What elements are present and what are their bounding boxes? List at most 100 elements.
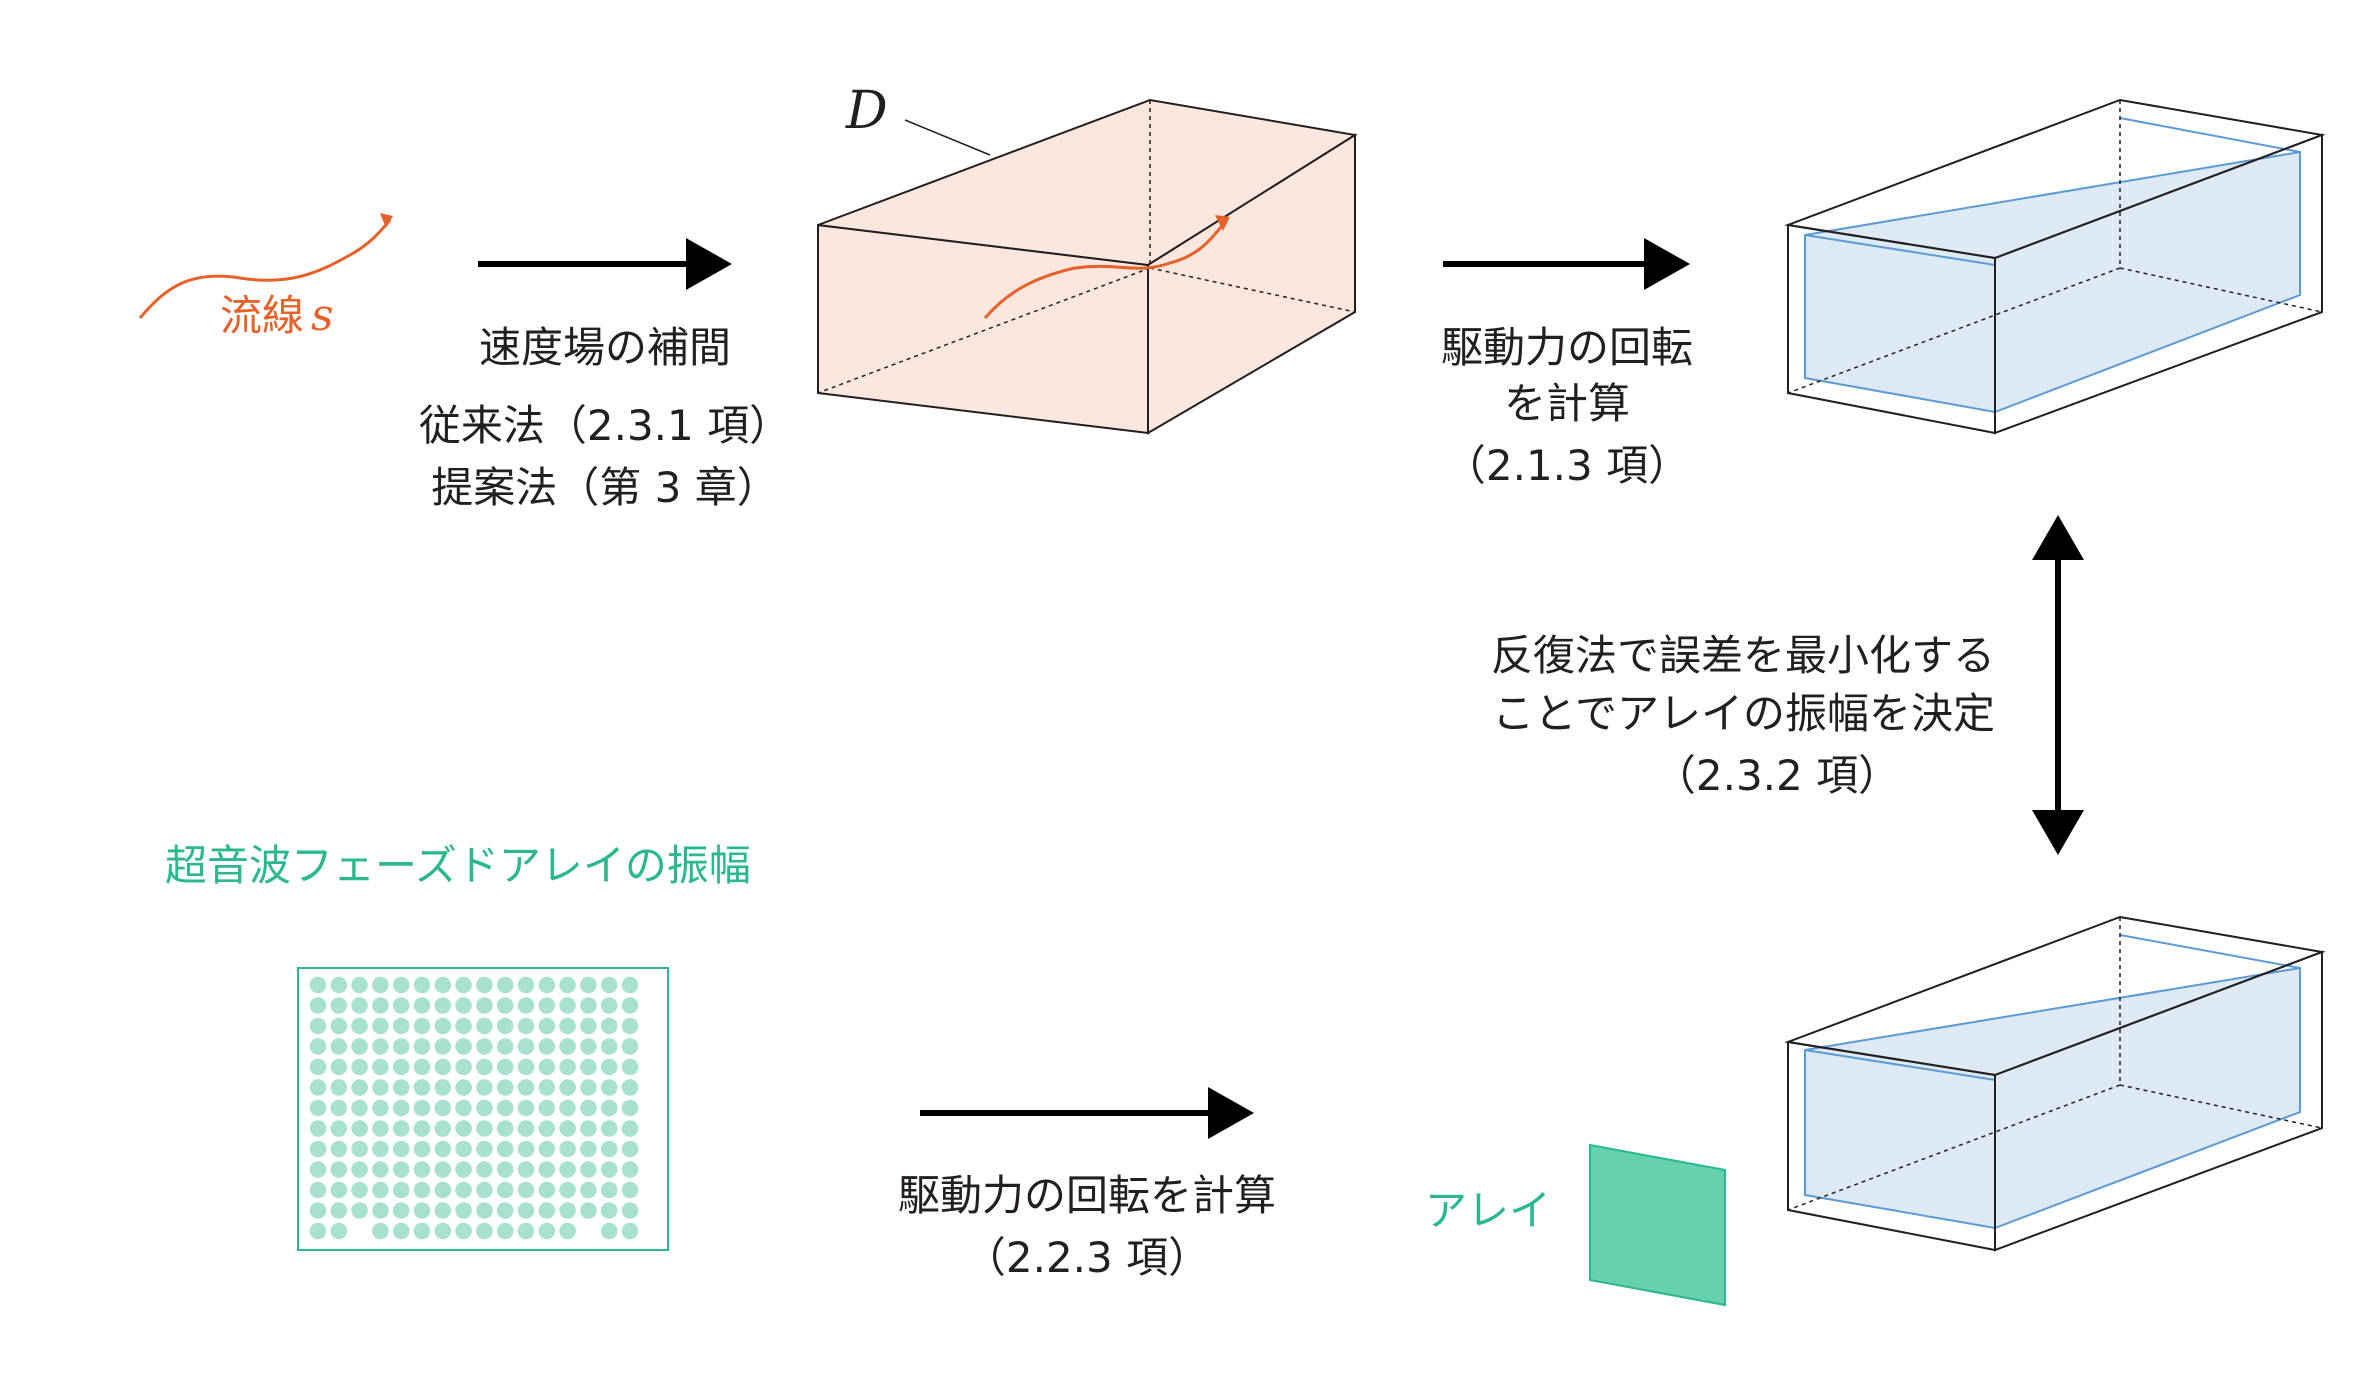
- transducer-element: [538, 1202, 556, 1219]
- curl-bottom-line1: 駆動力の回転を計算: [898, 1171, 1276, 1220]
- transducer-element: [580, 1161, 597, 1178]
- transducer-element: [580, 1120, 597, 1137]
- transducer-element: [372, 1120, 389, 1137]
- transducer-element: [309, 1181, 327, 1199]
- transducer-element: [517, 1161, 535, 1178]
- transducer-element: [517, 1017, 535, 1035]
- interpolation-title: 速度場の補間: [479, 323, 731, 372]
- transducer-element: [455, 1058, 472, 1076]
- transducer-element: [434, 1222, 452, 1240]
- transducer-element: [413, 1161, 431, 1178]
- transducer-element: [476, 1017, 493, 1035]
- transducer-element: [392, 1079, 410, 1096]
- transducer-element: [517, 1202, 535, 1219]
- transducer-element: [621, 1017, 639, 1035]
- transducer-element: [559, 976, 576, 994]
- transducer-element: [309, 1161, 327, 1178]
- transducer-element: [580, 997, 597, 1014]
- curl-top-line2: を計算: [1504, 379, 1630, 428]
- transducer-element: [309, 1140, 327, 1158]
- transducer-element: [580, 1099, 597, 1117]
- transducer-element: [455, 1202, 472, 1219]
- transducer-element: [351, 1099, 368, 1117]
- transducer-element: [496, 1120, 514, 1137]
- transducer-element: [351, 1079, 368, 1096]
- transducer-element: [580, 1181, 597, 1199]
- transducer-element: [621, 1038, 639, 1055]
- transducer-element: [600, 1038, 618, 1055]
- transducer-element: [517, 1058, 535, 1076]
- transducer-element: [600, 1222, 618, 1240]
- transducer-element: [434, 997, 452, 1014]
- transducer-element: [538, 1161, 556, 1178]
- transducer-element: [392, 1017, 410, 1035]
- transducer-element: [538, 1181, 556, 1199]
- transducer-element: [413, 1202, 431, 1219]
- transducer-element: [538, 997, 556, 1014]
- transducer-element: [372, 1161, 389, 1178]
- transducer-element: [309, 1079, 327, 1096]
- transducer-element: [330, 1222, 348, 1240]
- transducer-element: [351, 1140, 368, 1158]
- transducer-element: [372, 1222, 389, 1240]
- transducer-element: [476, 1099, 493, 1117]
- transducer-element: [330, 1079, 348, 1096]
- transducer-element: [434, 1079, 452, 1096]
- transducer-element: [392, 976, 410, 994]
- transducer-element: [413, 1120, 431, 1137]
- iteration-line1: 反復法で誤差を最小化する: [1491, 631, 1995, 680]
- transducer-element: [600, 1120, 618, 1137]
- transducer-element: [413, 1058, 431, 1076]
- transducer-element: [496, 1038, 514, 1055]
- curl-top-line1: 駆動力の回転: [1441, 323, 1693, 372]
- transducer-element: [434, 1202, 452, 1219]
- transducer-element: [413, 976, 431, 994]
- transducer-element: [309, 1120, 327, 1137]
- arrow-iterate: [2032, 515, 2084, 855]
- transducer-element: [392, 1222, 410, 1240]
- transducer-element: [621, 1058, 639, 1076]
- arrow-curl-bottom: [920, 1087, 1254, 1139]
- transducer-element: [621, 1222, 639, 1240]
- transducer-element: [351, 1017, 368, 1035]
- transducer-element: [330, 1202, 348, 1219]
- transducer-element: [392, 1161, 410, 1178]
- transducer-element: [392, 1058, 410, 1076]
- transducer-element: [538, 976, 556, 994]
- transducer-element: [413, 1222, 431, 1240]
- transducer-element: [455, 1099, 472, 1117]
- transducer-element: [496, 1161, 514, 1178]
- transducer-element: [476, 1079, 493, 1096]
- transducer-element: [496, 1058, 514, 1076]
- transducer-element: [434, 1099, 452, 1117]
- transducer-element: [309, 997, 327, 1014]
- transducer-element: [476, 1058, 493, 1076]
- transducer-element: [392, 1181, 410, 1199]
- transducer-element: [600, 1017, 618, 1035]
- transducer-element: [621, 1140, 639, 1158]
- domain-streamline-icon: [983, 215, 1230, 319]
- transducer-element: [434, 1058, 452, 1076]
- transducer-element: [455, 1161, 472, 1178]
- transducer-element: [496, 1140, 514, 1158]
- transducer-element: [600, 1140, 618, 1158]
- transducer-element: [559, 1017, 576, 1035]
- transducer-element: [351, 1161, 368, 1178]
- transducer-element: [621, 1161, 639, 1178]
- transducer-element: [392, 1120, 410, 1137]
- transducer-element: [392, 1038, 410, 1055]
- transducer-element: [372, 1058, 389, 1076]
- transducer-element: [392, 1202, 410, 1219]
- transducer-element: [309, 1202, 327, 1219]
- transducer-element: [413, 1099, 431, 1117]
- interpolation-conventional: 従来法（2.3.1 項）: [419, 401, 791, 450]
- transducer-element: [517, 1120, 535, 1137]
- transducer-element: [351, 1120, 368, 1137]
- transducer-element: [413, 1038, 431, 1055]
- transducer-element: [559, 1038, 576, 1055]
- transducer-element: [621, 1099, 639, 1117]
- transducer-element: [351, 1038, 368, 1055]
- transducer-element: [538, 1099, 556, 1117]
- curl-top-line3: （2.1.3 項）: [1444, 441, 1690, 490]
- curl-bottom-line2: （2.2.3 項）: [964, 1233, 1210, 1282]
